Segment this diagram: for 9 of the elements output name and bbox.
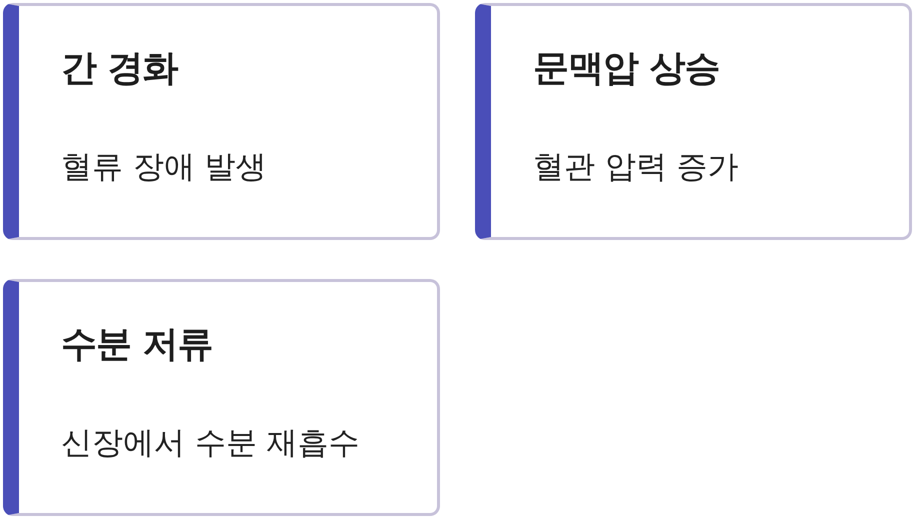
info-card	[475, 3, 912, 240]
card-heading: 문맥압 상승	[533, 47, 720, 91]
card-text: 혈관 압력 증가	[533, 148, 739, 187]
card-heading: 수분 저류	[61, 323, 213, 367]
info-card	[3, 279, 440, 516]
info-card	[3, 3, 440, 240]
card-text: 혈류 장애 발생	[61, 148, 267, 187]
card-text: 신장에서 수분 재흡수	[61, 424, 360, 463]
card-heading: 간 경화	[61, 47, 178, 91]
